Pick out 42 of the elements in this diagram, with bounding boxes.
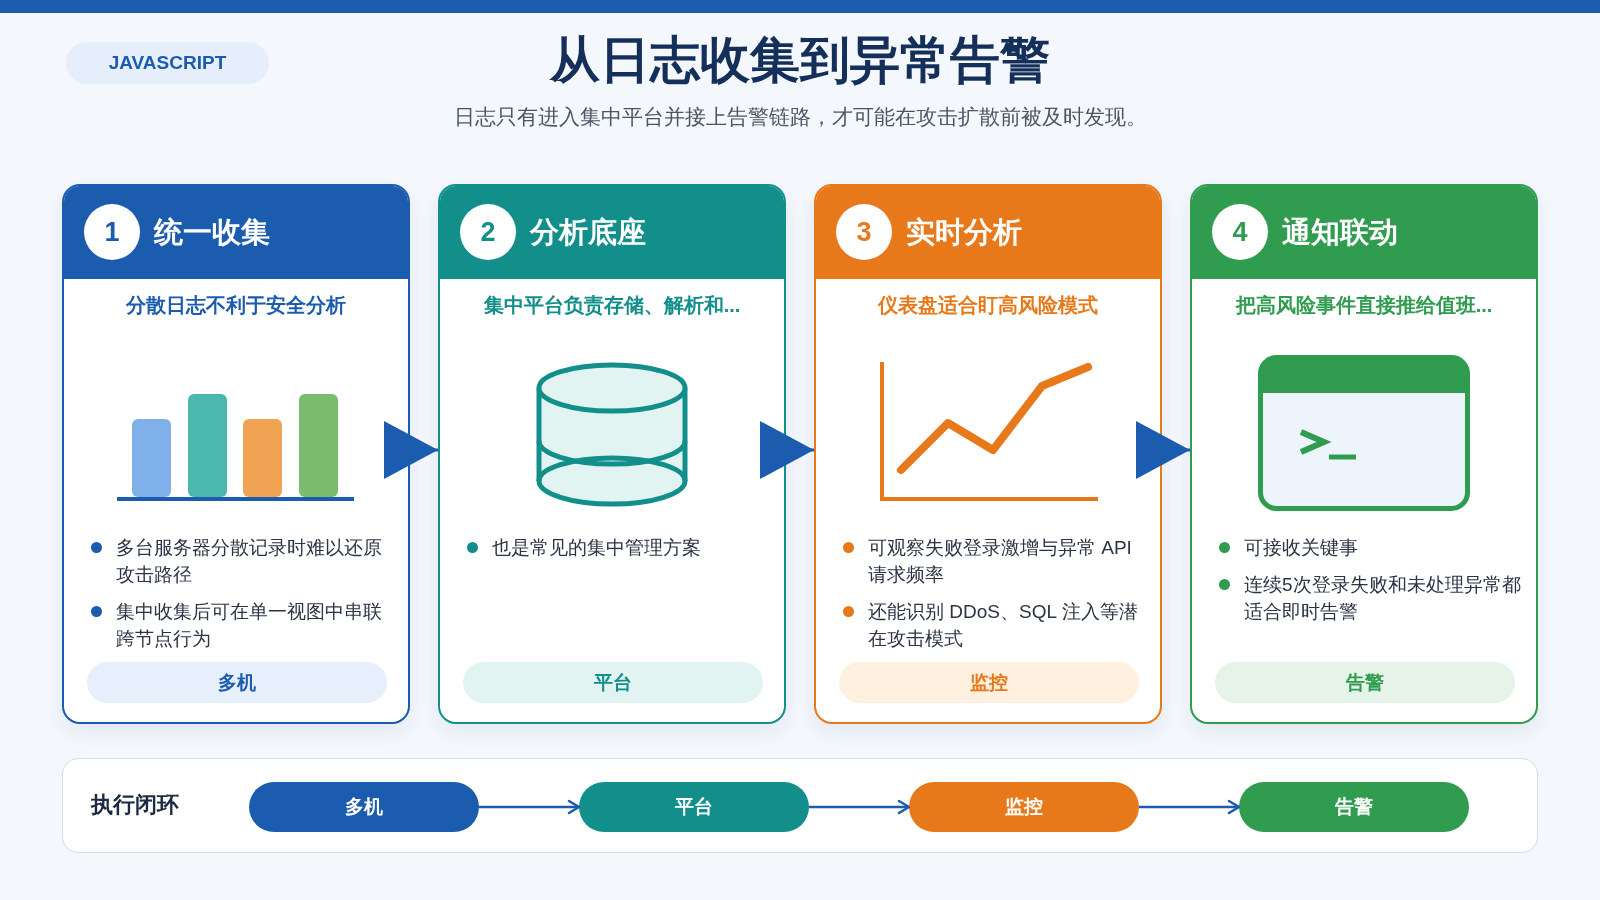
card-heading: 分析底座 [530,215,646,250]
bullet-text: 可接收关键事 [1244,536,1358,560]
bullet-text: 还能识别 DDoS、SQL 注入等潜在攻击模式 [868,600,1139,651]
card-heading: 实时分析 [906,215,1022,250]
card-subtitle: 分散日志不利于安全分析 [126,294,346,316]
bullet-text: 也是常见的集中管理方案 [492,536,701,560]
page-title: 从日志收集到异常告警 [550,32,1050,88]
step-card [814,184,1162,724]
step-card [438,184,786,724]
arrow [1136,421,1190,479]
card-subtitle: 仪表盘适合盯高风险模式 [878,294,1098,316]
tag-pill: 多机 [87,662,387,703]
arrow [809,799,911,815]
flow-step-pill: 告警 [1239,782,1469,832]
flow-step-pill: 监控 [909,782,1139,832]
step-number-circle: 4 [1212,204,1268,260]
step-number-circle: 2 [460,204,516,260]
panel-label: 执行闭环 [91,791,179,819]
card-heading: 统一收集 [154,215,270,250]
step-number-circle: 3 [836,204,892,260]
bullet-text: 可观察失败登录激增与异常 API 请求频率 [868,536,1133,587]
tag-pill: 告警 [1215,662,1515,703]
bullet-text: 集中收集后可在单一视图中串联跨节点行为 [116,600,383,651]
arrow [479,799,581,815]
bullet-text: 连续5次登录失败和未处理异常都适合即时告警 [1244,573,1522,624]
step-number-circle: 1 [84,204,140,260]
flow-step-pill: 平台 [579,782,809,832]
flow-step-pill: 多机 [249,782,479,832]
bullet-text: 多台服务器分散记录时难以还原攻击路径 [116,536,383,587]
flow-panel [62,758,1538,853]
card-subtitle: 把高风险事件直接推给值班... [1235,294,1493,316]
arrow [384,421,438,479]
card-heading: 通知联动 [1282,215,1398,250]
page-subtitle: 日志只有进入集中平台并接上告警链路，才可能在攻击扩散前被及时发现。 [453,105,1147,128]
step-card [1190,184,1538,724]
arrow [1139,799,1241,815]
tag-pill: 平台 [463,662,763,703]
language-tag: JAVASCRIPT [66,42,269,84]
card-subtitle: 集中平台负责存储、解析和... [483,294,741,316]
tag-pill: 监控 [839,662,1139,703]
step-card [62,184,410,724]
arrow [760,421,814,479]
